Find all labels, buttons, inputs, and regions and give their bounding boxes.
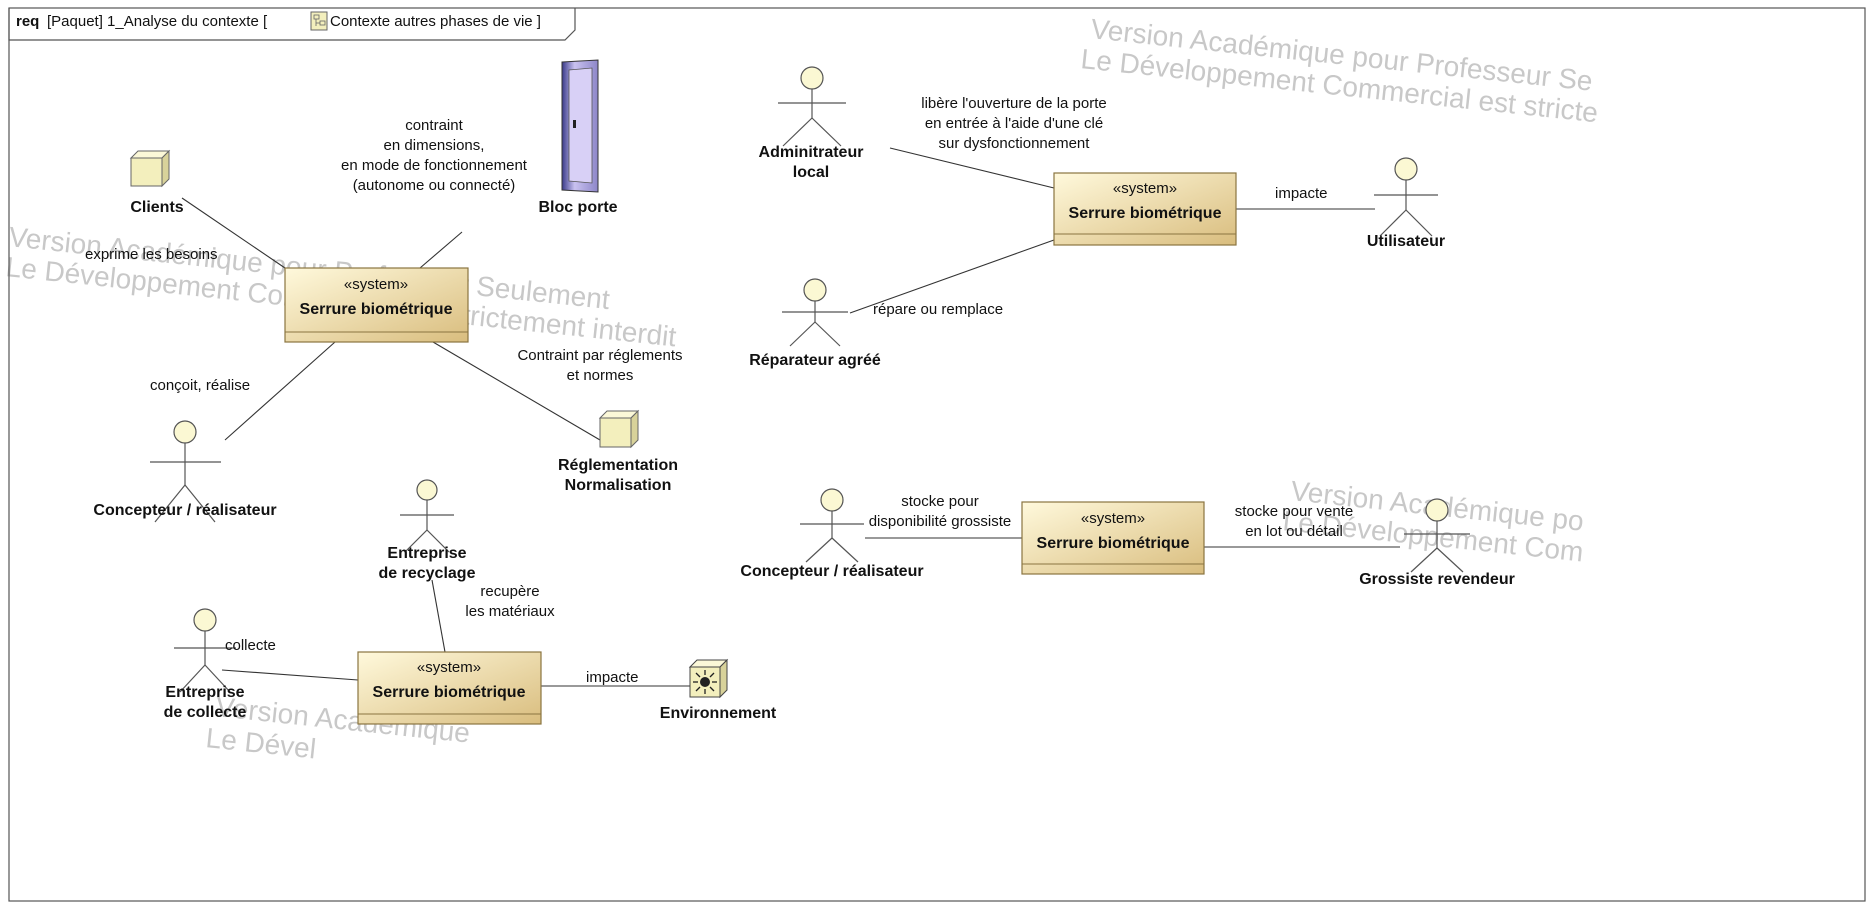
actor-label: Entreprise	[165, 684, 244, 701]
system-block[interactable]: «system» Serrure biométrique	[357, 651, 542, 725]
system-name: Serrure biométrique	[1037, 535, 1190, 552]
stick-figure-icon	[800, 488, 864, 563]
connector-concepteur	[224, 341, 336, 441]
stick-figure-icon	[400, 479, 454, 553]
actor-label: Concepteur / réalisateur	[740, 563, 923, 580]
label-exprime: exprime les besoins	[85, 246, 218, 263]
block-label: Normalisation	[565, 477, 672, 494]
block-bloc-porte[interactable]: Bloc porte	[538, 59, 618, 216]
label-libere: sur dysfonctionnement	[939, 135, 1091, 152]
block-label: Environnement	[660, 705, 777, 722]
system-stereotype: «system»	[1081, 510, 1145, 527]
actor-label: local	[793, 164, 829, 181]
system-stereotype: «system»	[344, 276, 408, 293]
label-vente: stocke pour vente	[1235, 503, 1353, 520]
label-contraint: en mode de fonctionnement	[341, 157, 528, 174]
system-stereotype: «system»	[417, 659, 481, 676]
stick-figure-icon	[1374, 157, 1438, 237]
label-libere: en entrée à l'aide d'une clé	[925, 115, 1103, 132]
actor-label: Entreprise	[387, 545, 466, 562]
cube-icon	[598, 409, 640, 449]
label-libere: libère l'ouverture de la porte	[921, 95, 1106, 112]
block-reglementation[interactable]: Réglementation Normalisation	[558, 409, 678, 494]
connector-admin	[889, 147, 1055, 189]
actor-recyclage[interactable]: Entreprise de recyclage	[379, 479, 476, 582]
connector-recyclage	[431, 579, 446, 653]
system-block[interactable]: «system» Serrure biométrique	[1021, 501, 1205, 575]
system-block[interactable]: «system» Serrure biométrique	[1053, 172, 1237, 246]
cube-icon	[129, 149, 171, 188]
label-collecte: collecte	[225, 637, 276, 654]
block-clients[interactable]: Clients	[129, 149, 184, 216]
block-label: Clients	[130, 199, 183, 216]
actor-label: Utilisateur	[1367, 233, 1445, 250]
connector-reparateur	[849, 239, 1055, 314]
actor-collecte[interactable]: Entreprise de collecte	[164, 608, 247, 721]
label-stocke: stocke pour	[901, 493, 979, 510]
label-concoit: conçoit, réalise	[150, 377, 250, 394]
diagram-name: Contexte autres phases de vie ]	[330, 13, 541, 30]
label-contraint: contraint	[405, 117, 463, 134]
label-repare: répare ou remplace	[873, 301, 1003, 318]
system-stereotype: «system»	[1113, 180, 1177, 197]
label-stocke: disponibilité grossiste	[869, 513, 1012, 530]
connectors	[181, 147, 1400, 687]
label-vente: en lot ou détail	[1245, 523, 1343, 540]
system-name: Serrure biométrique	[300, 301, 453, 318]
sun-cube-icon	[688, 658, 729, 699]
stick-figure-icon	[150, 420, 221, 523]
label-recupere: les matériaux	[465, 603, 555, 620]
association-labels: exprime les besoins contraint en dimensi…	[85, 95, 1353, 686]
diagram-type-icon	[310, 11, 328, 31]
actor-label: Réparateur agréé	[749, 352, 881, 369]
stick-figure-icon	[174, 608, 236, 693]
label-contraint: (autonome ou connecté)	[353, 177, 516, 194]
actor-administrateur[interactable]: Adminitrateur local	[759, 66, 864, 181]
stick-figure-icon	[1404, 498, 1470, 573]
actor-label: Adminitrateur	[759, 144, 864, 161]
actor-label: de recyclage	[379, 565, 476, 582]
diagram-frame: req [Paquet] 1_Analyse du contexte [ Con…	[8, 7, 1866, 902]
frame-header-tab	[8, 8, 576, 41]
connector-collecte	[221, 669, 359, 681]
label-reglements: Contraint par réglements	[517, 347, 682, 364]
frame-border	[8, 7, 1866, 902]
actor-utilisateur[interactable]: Utilisateur	[1367, 157, 1445, 250]
frame-keyword: req	[16, 13, 39, 30]
connector-bloc-porte	[419, 231, 463, 269]
label-reglements: et normes	[567, 367, 634, 384]
label-contraint: en dimensions,	[384, 137, 485, 154]
actor-label: Concepteur / réalisateur	[93, 502, 276, 519]
label-impacte-env: impacte	[586, 669, 639, 686]
connector-reglementation	[432, 341, 601, 441]
stick-figure-icon	[778, 66, 846, 147]
label-impacte-user: impacte	[1275, 185, 1328, 202]
block-label: Réglementation	[558, 457, 678, 474]
system-block[interactable]: «system» Serrure biométrique	[284, 267, 469, 343]
label-recupere: recupère	[480, 583, 539, 600]
actor-reparateur[interactable]: Réparateur agréé	[749, 278, 881, 369]
stick-figure-icon	[782, 278, 848, 347]
connector-clients	[181, 197, 286, 269]
system-name: Serrure biométrique	[1069, 205, 1222, 222]
door-icon	[561, 59, 599, 193]
frame-label: [Paquet] 1_Analyse du contexte [	[47, 13, 268, 30]
block-label: Bloc porte	[538, 199, 617, 216]
actor-label: Grossiste revendeur	[1359, 571, 1515, 588]
system-name: Serrure biométrique	[373, 684, 526, 701]
actor-concepteur[interactable]: Concepteur / réalisateur	[93, 420, 277, 523]
actor-grossiste[interactable]: Grossiste revendeur	[1359, 498, 1515, 588]
block-environnement[interactable]: Environnement	[660, 658, 777, 722]
actor-concepteur-2[interactable]: Concepteur / réalisateur	[740, 488, 924, 580]
actor-label: de collecte	[164, 704, 247, 721]
